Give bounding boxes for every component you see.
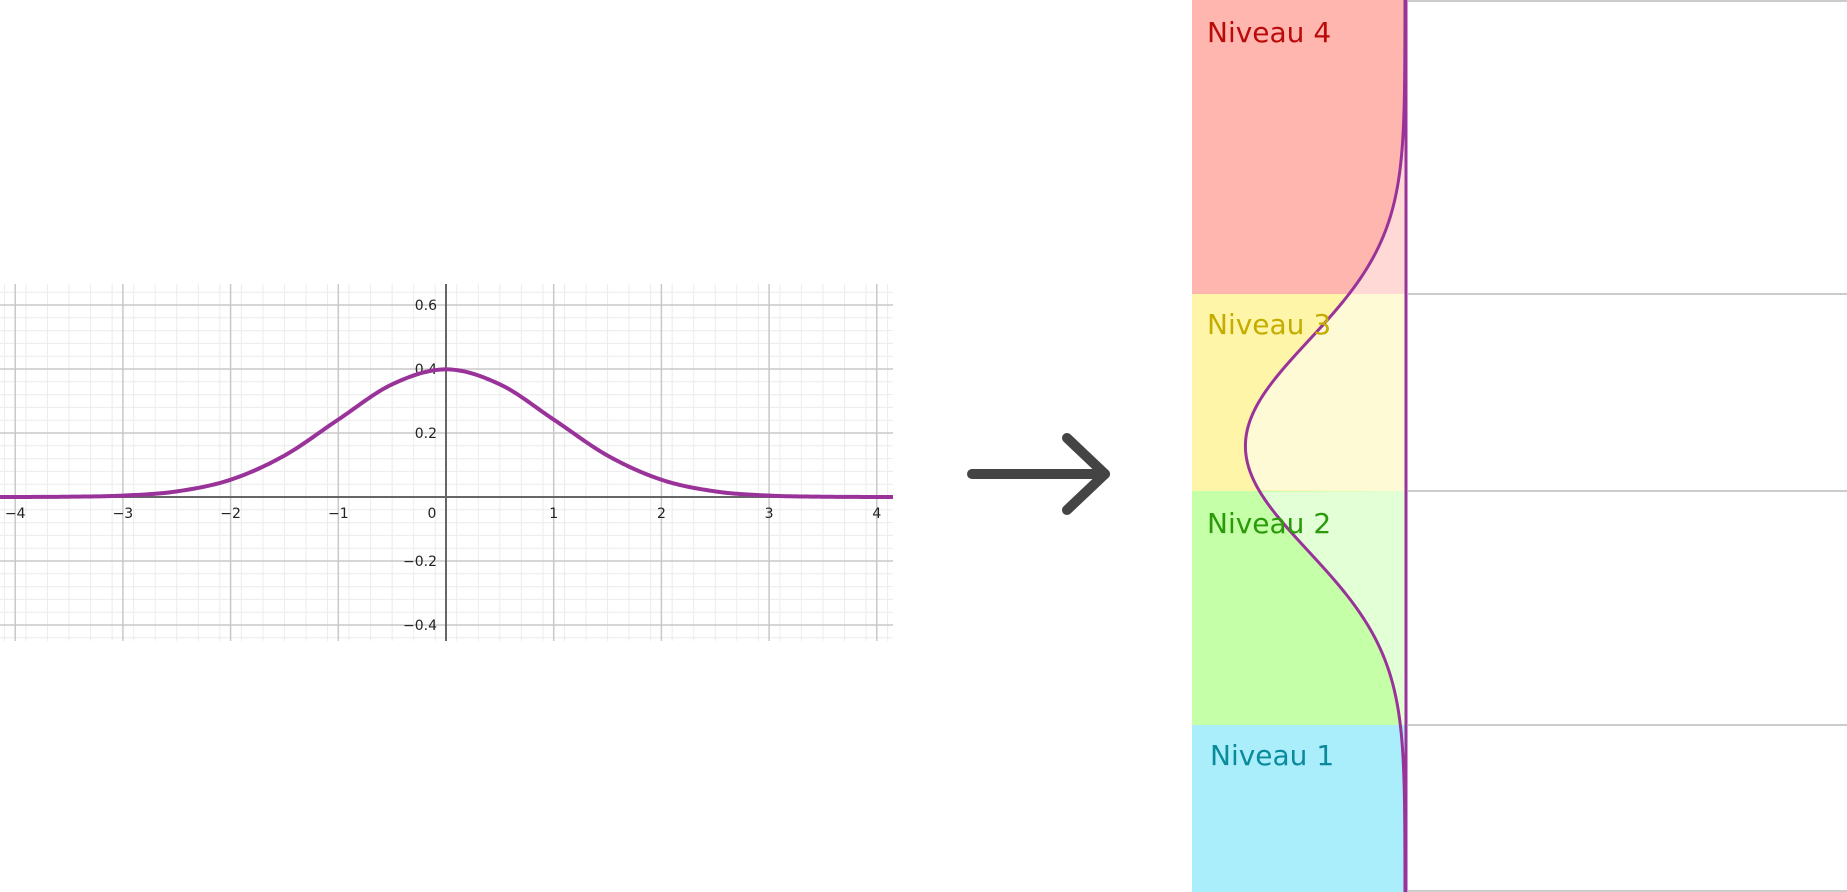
chart-x-tick-labels: −4 −3 −2 −1 0 1 2 3 4 [5,506,881,522]
y-tick-label: 0.2 [415,426,437,442]
rotated-normal-curve [1243,0,1407,892]
level-faint-3 [1245,294,1405,491]
y-tick-label: −0.4 [403,618,437,634]
level-label-1: Niveau 1 [1210,739,1334,772]
level-faint-4 [1349,0,1405,294]
x-tick-label: 2 [657,506,666,522]
level-faint-2 [1260,491,1405,725]
chart-series [0,367,893,499]
level-label-4: Niveau 4 [1207,16,1331,49]
y-tick-label: 0.6 [415,298,437,314]
chart-major-grid [0,284,893,641]
x-tick-label: −1 [328,506,349,522]
x-tick-label: 1 [549,506,558,522]
series-line [0,367,893,499]
chart-y-tick-labels: 0.60.40.2−0.2−0.4 [403,298,437,634]
x-tick-label: 3 [765,506,774,522]
level-label-2: Niveau 2 [1207,507,1331,540]
x-tick-label: 0 [428,506,437,522]
chart-axes [0,284,893,641]
y-tick-label: −0.2 [403,554,437,570]
level-label-3: Niveau 3 [1207,308,1331,341]
level-band-4 [1192,0,1407,294]
levels-panel: Niveau 4 Niveau 3 Niveau 2 Niveau 1 [1192,0,1847,892]
right-arrow-icon [967,433,1110,515]
x-tick-label: 4 [872,506,881,522]
level-dividers [1408,0,1847,892]
x-tick-label: −4 [5,506,26,522]
x-tick-label: −3 [113,506,134,522]
x-tick-label: −2 [220,506,241,522]
level-band-1 [1192,725,1407,892]
level-faint-region [1245,0,1405,725]
